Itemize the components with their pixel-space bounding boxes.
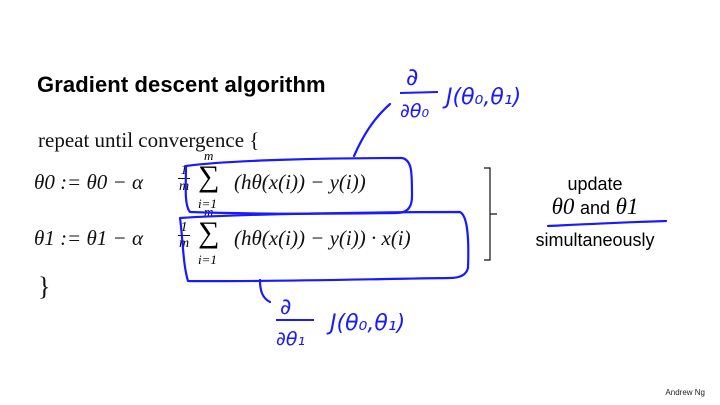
theta0-fraction-den: m <box>178 179 190 194</box>
note-theta0: θ0 <box>551 194 575 219</box>
ink-top-d-num: ∂ <box>406 63 418 91</box>
theta1-sum-lower: i=1 <box>198 252 217 267</box>
theta0-lhs-text: θ0 := θ0 − α <box>34 170 143 194</box>
theta1-fraction: 1 m <box>178 220 190 251</box>
note-and: and <box>579 198 611 218</box>
repeat-line: repeat until convergence { <box>38 128 260 152</box>
ink-top-d-den: ∂θ₀ <box>400 100 429 122</box>
ink-box-theta0-term <box>184 156 414 215</box>
slide-title: Gradient descent algorithm <box>37 72 326 97</box>
theta0-fraction: 1 m <box>178 163 190 194</box>
theta1-fraction-den: m <box>178 236 190 251</box>
theta0-update-lhs: θ0 := θ0 − α <box>34 170 143 195</box>
note-simultaneously: simultaneously <box>535 230 655 250</box>
theta1-update-lhs: θ1 := θ1 − α <box>34 226 143 251</box>
theta1-fraction-num: 1 <box>178 220 190 236</box>
theta0-term: (hθ(x(i)) − y(i)) <box>234 170 366 194</box>
ink-bottom-J: J(θ₀,θ₁) <box>326 311 405 336</box>
theta0-sigma: ∑ <box>198 160 220 193</box>
close-brace: } <box>38 272 51 301</box>
ink-box-theta1-term <box>178 210 470 283</box>
theta0-sum-upper: m <box>204 148 214 163</box>
ink-bottom-d-den: ∂θ₁ <box>276 328 305 350</box>
ink-underline-note <box>546 219 668 228</box>
theta0-fraction-num: 1 <box>178 163 190 179</box>
note-theta1: θ1 <box>615 194 639 219</box>
ink-bottom-d-num: ∂ <box>280 295 291 320</box>
theta1-sigma: ∑ <box>198 216 220 249</box>
ink-top-J: J(θ₀,θ₁) <box>442 85 521 110</box>
note-update: update <box>567 174 623 194</box>
note-thetas: θ0 and θ1 <box>520 194 670 220</box>
theta0-sum-lower: i=1 <box>198 196 217 211</box>
theta1-lhs-text: θ1 := θ1 − α <box>34 226 143 250</box>
theta1-term: (hθ(x(i)) − y(i)) · x(i) <box>234 226 411 250</box>
ink-pointer-top <box>352 102 392 158</box>
ink-pointer-bottom <box>258 278 272 304</box>
author-credit: Andrew Ng <box>665 388 705 397</box>
theta0-summation: m ∑ i=1 <box>196 148 226 214</box>
